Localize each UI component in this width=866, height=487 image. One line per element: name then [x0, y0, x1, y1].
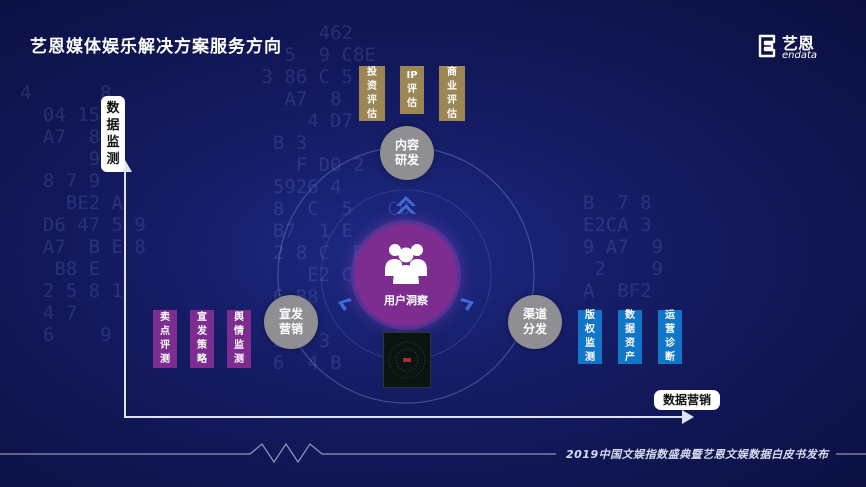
footer-text: 2019中国文娱指数盛典暨艺恩文娱数据白皮书发布	[566, 448, 829, 461]
logo-text-cn: 艺恩	[782, 34, 815, 53]
box-operation-diagnosis: 运营诊断	[658, 310, 682, 364]
box-data-assets: 数据资产	[618, 310, 642, 364]
box-ip-evaluation: IP评估	[400, 66, 424, 114]
chevron-left-icon	[338, 298, 352, 311]
box-investment-evaluation: 投资评估	[359, 66, 385, 121]
hex-background-right: B 7 8 E2CA 3 9 A7 9 2 9 A BF2	[582, 192, 663, 302]
endata-logo: 艺恩 endata	[756, 30, 836, 64]
box-copyright-monitoring: 版权监测	[578, 310, 602, 364]
x-axis-arrow-icon	[682, 410, 694, 424]
chevron-right-icon	[460, 298, 474, 311]
box-public-opinion-monitoring: 舆情监测	[227, 310, 251, 368]
box-commercial-evaluation: 商业评估	[439, 66, 465, 121]
logo-text-en: endata	[782, 50, 818, 61]
x-axis	[124, 416, 684, 418]
node-marketing: 宣发营销	[264, 295, 318, 349]
box-promotion-strategy: 宣发策略	[190, 310, 214, 368]
users-group-icon	[385, 244, 427, 284]
node-distribution: 渠道分发	[508, 295, 562, 349]
center-label: 用户洞察	[384, 294, 428, 307]
node-content-development: 内容研发	[380, 126, 434, 180]
y-axis	[124, 168, 126, 418]
box-selling-point-evaluation: 卖点评测	[153, 310, 177, 368]
hex-background-left: 4 8 04 15F A7 8 5 9 8 7 9 BE2 A D6 47 5 …	[20, 82, 146, 346]
slide-title: 艺恩媒体娱乐解决方案服务方向	[30, 37, 282, 57]
thumbnail-graphic	[388, 341, 426, 379]
x-axis-label: 数据营销	[654, 390, 720, 410]
y-axis-label: 数据监测	[101, 96, 125, 172]
chevron-up-icon	[396, 196, 416, 214]
endata-logo-icon	[758, 34, 776, 58]
preview-thumbnail	[383, 332, 431, 388]
center-user-insight: 用户洞察	[355, 224, 457, 326]
